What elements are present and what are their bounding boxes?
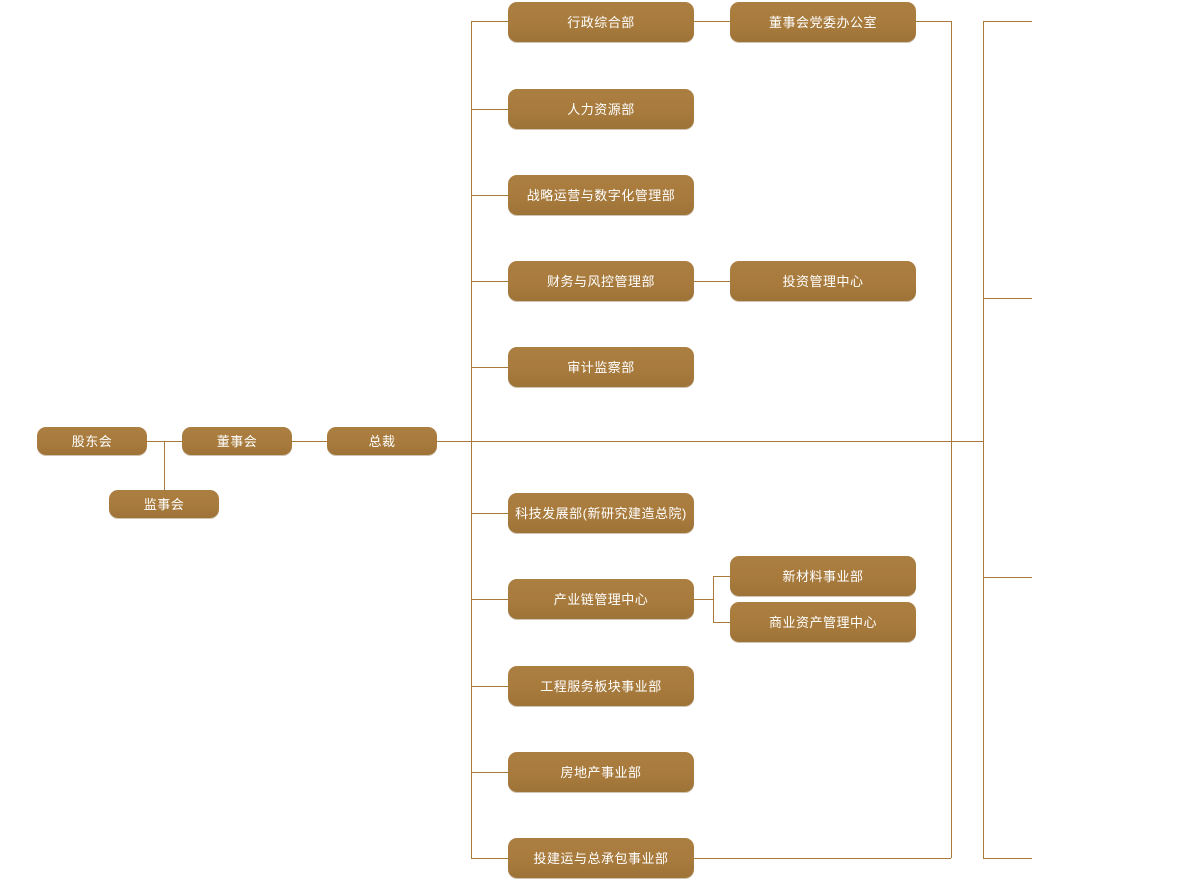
- node-hr[interactable]: 人力资源部: [508, 89, 694, 129]
- node-real-estate[interactable]: 房地产事业部: [508, 752, 694, 792]
- node-board[interactable]: 董事会: [182, 427, 292, 455]
- node-label-invest-build-epc: 投建运与总承包事业部: [533, 850, 669, 866]
- node-label-audit: 审计监察部: [567, 359, 635, 375]
- node-label-hr: 人力资源部: [567, 101, 635, 117]
- node-label-finance-risk: 财务与风控管理部: [546, 273, 655, 289]
- node-supervisors[interactable]: 监事会: [109, 490, 219, 518]
- node-new-materials[interactable]: 新材料事业部: [730, 556, 916, 596]
- node-label-party-office: 董事会党委办公室: [768, 14, 877, 30]
- node-engineering-service[interactable]: 工程服务板块事业部: [508, 666, 694, 706]
- node-label-engineering-service: 工程服务板块事业部: [540, 678, 662, 694]
- node-strategy-digital[interactable]: 战略运营与数字化管理部: [508, 175, 694, 215]
- node-invest-build-epc[interactable]: 投建运与总承包事业部: [508, 838, 694, 878]
- node-label-real-estate: 房地产事业部: [560, 764, 642, 780]
- node-label-industry-chain: 产业链管理中心: [553, 591, 649, 607]
- node-label-shareholders: 股东会: [71, 433, 113, 449]
- node-president[interactable]: 总裁: [327, 427, 437, 455]
- node-label-admin: 行政综合部: [567, 14, 635, 30]
- node-label-investment-center: 投资管理中心: [782, 273, 864, 289]
- node-label-new-materials: 新材料事业部: [782, 568, 864, 584]
- node-label-commercial-assets: 商业资产管理中心: [768, 614, 877, 630]
- node-admin[interactable]: 行政综合部: [508, 2, 694, 42]
- node-label-board: 董事会: [216, 433, 258, 449]
- node-investment-center[interactable]: 投资管理中心: [730, 261, 916, 301]
- node-audit[interactable]: 审计监察部: [508, 347, 694, 387]
- node-shareholders[interactable]: 股东会: [37, 427, 147, 455]
- node-finance-risk[interactable]: 财务与风控管理部: [508, 261, 694, 301]
- node-label-tech-development: 科技发展部(新研究建造总院): [515, 505, 687, 521]
- node-party-office[interactable]: 董事会党委办公室: [730, 2, 916, 42]
- node-industry-chain[interactable]: 产业链管理中心: [508, 579, 694, 619]
- node-commercial-assets[interactable]: 商业资产管理中心: [730, 602, 916, 642]
- node-label-president: 总裁: [368, 433, 396, 449]
- node-tech-development[interactable]: 科技发展部(新研究建造总院): [508, 493, 694, 533]
- node-label-supervisors: 监事会: [143, 496, 185, 512]
- node-label-strategy-digital: 战略运营与数字化管理部: [526, 187, 676, 203]
